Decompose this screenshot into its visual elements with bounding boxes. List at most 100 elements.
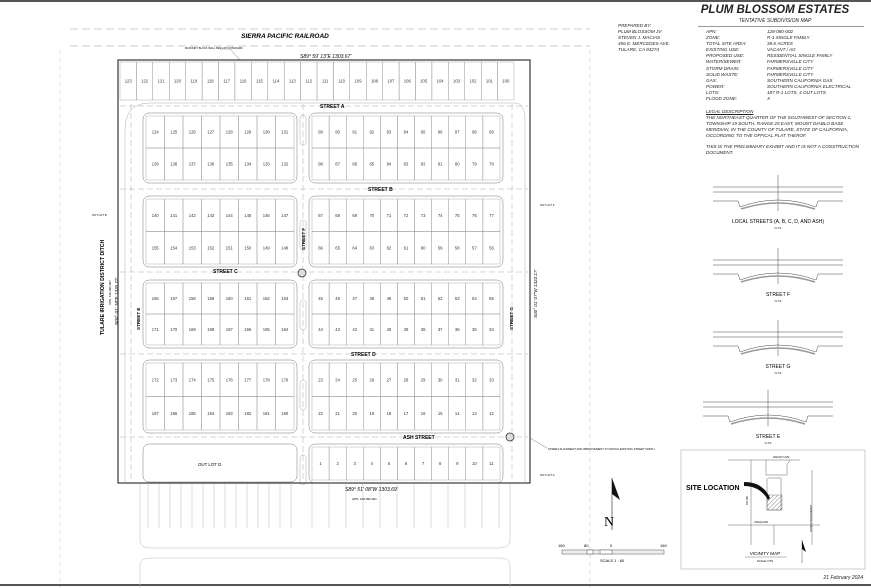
lot-number: 142 (189, 213, 197, 218)
bearing-east: S00° 01' 07"W 1322.17' (533, 269, 538, 318)
lot-number: 66 (318, 245, 323, 250)
lot-number: 92 (369, 130, 374, 135)
lot-number: 118 (207, 79, 214, 84)
lot-number: 109 (355, 79, 363, 84)
ditch-label: TULARE IRRIGATION DISTRICT DITCH (100, 239, 106, 335)
lot-outline (275, 313, 295, 346)
info-row: STORM DRAIN: FARMERSVILLE CITY (706, 66, 851, 72)
lot-number: 81 (438, 162, 443, 167)
section-nts: N.T.S (765, 441, 772, 445)
block-outline (142, 112, 298, 184)
info-key: GAS: (706, 77, 717, 83)
lot-number: 171 (152, 327, 160, 332)
lot-number: 62 (387, 245, 392, 250)
lot-number: 63 (369, 245, 374, 250)
lot-number: 82 (421, 162, 426, 167)
block-outline (308, 279, 504, 349)
lot-number: 36 (455, 327, 460, 332)
section-nts: N.T.S (775, 299, 782, 303)
lot-number: 108 (371, 79, 379, 84)
lot-number: 121 (158, 79, 166, 84)
section-title: STREET F (766, 292, 790, 298)
lot-number: 95 (421, 130, 426, 135)
lot-number: 133 (263, 162, 271, 167)
lot-number: 52 (438, 296, 443, 301)
lot-number: 51 (421, 296, 426, 301)
street-g-label: STREET G (509, 307, 514, 330)
section-title: STREET G (766, 364, 791, 370)
lot-number: 140 (152, 213, 160, 218)
lot-number: 148 (281, 245, 289, 250)
scale-label: SCALE 1 : 80 (600, 558, 625, 563)
lot-number: 183 (226, 411, 234, 416)
lot-number: 127 (207, 130, 215, 135)
lot-number: 46 (335, 296, 340, 301)
sheet-border-top (0, 0, 871, 2)
apn-west: APN: 128-090-007 (108, 280, 112, 305)
legal-heading: LEGAL DESCRIPTION (706, 109, 754, 114)
site-location-label: SITE LOCATION (686, 485, 740, 492)
lot-number: 9 (456, 461, 459, 466)
lot-number: 135 (226, 162, 234, 167)
lot-number: 71 (387, 213, 392, 218)
lot-number: 111 (322, 79, 329, 84)
lot-number: 187 (152, 411, 160, 416)
railroad-label: SIERRA PACIFIC RAILROAD (241, 33, 329, 40)
vicinity-title: VICINITY MAP (750, 551, 781, 556)
info-value: FARMERSVILLE CITY (767, 65, 814, 71)
lot-number: 153 (189, 245, 197, 250)
lot-number: 77 (489, 213, 494, 218)
lot-number: 106 (404, 79, 412, 84)
lot-number: 29 (421, 377, 426, 382)
lot-number: 22 (318, 411, 323, 416)
info-row: ZONE:R-1 SINGLE FAMILY (706, 35, 851, 41)
info-value: SOUTHERN CALIFORNIA GAS (767, 77, 833, 83)
lot-number: 59 (438, 245, 443, 250)
lot-number: 176 (226, 377, 234, 382)
info-key: STORM DRAIN: (706, 65, 740, 71)
lot-number: 79 (472, 162, 477, 167)
lot-number: 164 (281, 327, 289, 332)
lot-number: 174 (189, 377, 197, 382)
lot-number: 61 (404, 245, 409, 250)
median (299, 379, 307, 411)
lot-number: 119 (191, 79, 198, 84)
lot-number: 33 (489, 377, 494, 382)
info-key: LOTS: (706, 89, 720, 95)
lot-number: 15 (438, 411, 443, 416)
lot-number: 5 (388, 461, 391, 466)
lot-number: 2 (336, 461, 339, 466)
lot-number: 55 (489, 296, 494, 301)
lot-outline (482, 446, 501, 481)
lot-number: 8 (439, 461, 442, 466)
info-row: WATER/SEWER:FARMERSVILLE CITY (706, 59, 851, 65)
sheet-border-bottom (0, 584, 871, 586)
prepared-line: PLUM BLOSSOM JV (618, 29, 662, 34)
lot-number: 39 (404, 327, 409, 332)
lot-number: 173 (170, 377, 178, 382)
legal-text: THE NORTHEAST QUARTER OF THE SOUTHWEST O… (706, 115, 852, 138)
lot-number: 128 (226, 130, 234, 135)
lot-number: 37 (438, 327, 443, 332)
median (299, 454, 307, 486)
lot-number: 122 (141, 79, 149, 84)
info-row: EXISTING USE:VACANT / AG (706, 47, 851, 53)
legal-note: THIS IS THE PRELIMINARY EXHIBIT AND IT I… (706, 144, 859, 155)
lot-number: 130 (263, 130, 271, 135)
lot-number: 10 (472, 461, 477, 466)
prepared-by: PREPARED BY: PLUM BLOSSOM JV STEVEN J. M… (618, 23, 670, 53)
info-value: R-1 SINGLE FAMILY (767, 35, 810, 41)
ash-street-label: ASH STREET (403, 435, 435, 441)
lot-number: 27 (387, 377, 392, 382)
parcel-line (139, 484, 511, 549)
section-title: STREET E (756, 434, 781, 440)
lot-number: 126 (189, 130, 197, 135)
lot-number: 98 (472, 130, 477, 135)
street-d-label: STREET D (351, 352, 376, 358)
lot-number: 56 (489, 245, 494, 250)
lot-number: 70 (369, 213, 374, 218)
info-key: APN: (706, 29, 717, 34)
